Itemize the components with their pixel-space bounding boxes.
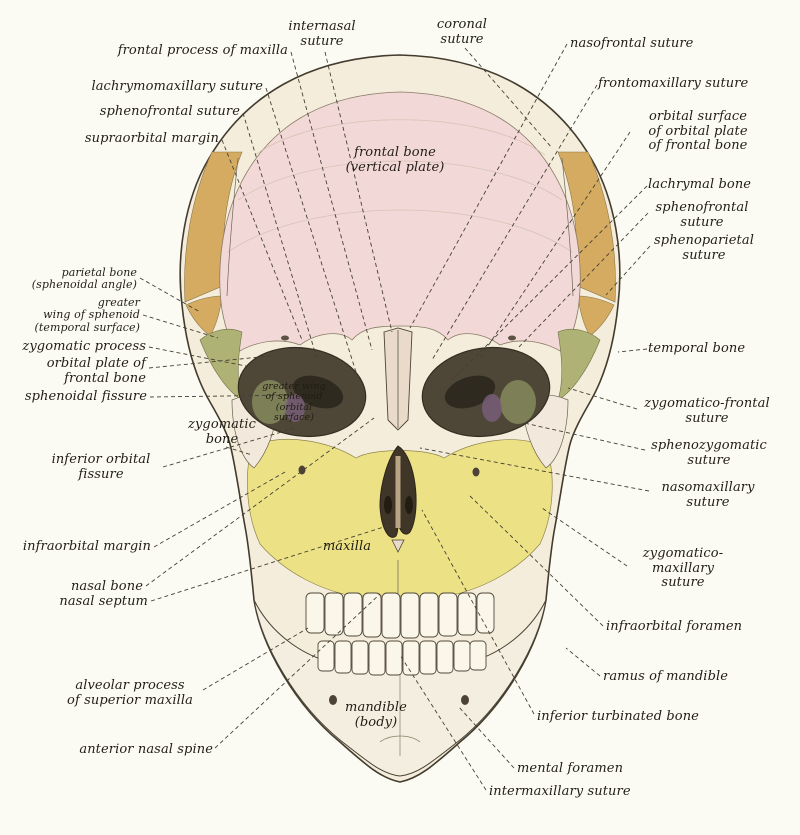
- label-inferior-turbinated-bone: inferior turbinated bone: [537, 709, 699, 724]
- label-zygomatic-process: zygomatic process: [22, 339, 146, 354]
- label-mandible-body: mandible (body): [345, 700, 407, 730]
- label-nasal-bone: nasal bone: [70, 579, 143, 594]
- label-ramus-of-mandible: ramus of mandible: [603, 669, 729, 684]
- label-zygomatic-bone: zygomatic bone: [188, 417, 256, 447]
- label-nasofrontal-suture: nasofrontal suture: [570, 36, 694, 51]
- frontal-bone-region: [219, 91, 581, 353]
- label-orbital-surface-of-orbital-plate: orbital surface of orbital plate of fron…: [648, 109, 748, 154]
- label-frontomaxillary-suture: frontomaxillary suture: [598, 76, 749, 91]
- leader-lines: [139, 43, 651, 791]
- label-internasal-suture: internasal suture: [288, 19, 356, 49]
- label-greater-wing-of-sphenoid-orbital: greater wing of sphenoid (orbital surfac…: [262, 381, 326, 424]
- label-inferior-orbital-fissure: inferior orbital fissure: [51, 452, 151, 482]
- label-greater-wing-of-sphenoid-temporal: greater wing of sphenoid (temporal surfa…: [34, 296, 140, 334]
- label-lachrymomaxillary-suture: lachrymomaxillary suture: [91, 79, 263, 94]
- label-zygomatico-frontal-suture: zygomatico-frontal suture: [644, 396, 770, 426]
- label-anterior-nasal-spine: anterior nasal spine: [79, 742, 213, 757]
- label-infraorbital-margin: infraorbital margin: [22, 539, 151, 554]
- label-sphenofrontal-suture-left: sphenofrontal suture: [99, 104, 240, 119]
- label-maxilla: maxilla: [322, 539, 372, 554]
- orbits: [237, 335, 551, 438]
- label-intermaxillary-suture: intermaxillary suture: [489, 784, 631, 799]
- label-temporal-bone: temporal bone: [648, 341, 746, 356]
- label-frontal-bone-vertical-plate: frontal bone (vertical plate): [345, 145, 445, 175]
- label-frontal-process-of-maxilla: frontal process of maxilla: [117, 43, 288, 58]
- parietal-tan-patches: [184, 151, 616, 337]
- label-sphenoidal-fissure: sphenoidal fissure: [24, 389, 147, 404]
- label-nasomaxillary-suture: nasomaxillary suture: [661, 480, 755, 510]
- label-alveolar-process: alveolar process of superior maxilla: [67, 678, 193, 708]
- label-orbital-plate-of-frontal-bone: orbital plate of frontal bone: [46, 356, 146, 386]
- label-parietal-bone-sphenoidal-angle: parietal bone (sphenoidal angle): [31, 266, 137, 292]
- label-lachrymal-bone: lachrymal bone: [648, 177, 752, 192]
- nasal-bones: [383, 327, 413, 431]
- dome-shading: [227, 119, 573, 253]
- label-sphenoparietal-suture: sphenoparietal suture: [654, 233, 754, 263]
- label-infraorbital-foramen: infraorbital foramen: [606, 619, 743, 634]
- sphenoid-temporal-patches: [199, 328, 601, 401]
- label-zygomatico-maxillary-suture: zygomatico- maxillary suture: [642, 546, 724, 591]
- suture-lines: [226, 157, 574, 594]
- label-supraorbital-margin: supraorbital margin: [84, 131, 219, 146]
- label-sphenofrontal-suture-right: sphenofrontal suture: [655, 200, 749, 230]
- label-mental-foramen: mental foramen: [517, 761, 624, 776]
- label-coronal-suture: coronal suture: [436, 17, 488, 47]
- teeth: [305, 592, 495, 676]
- infraorbital-foramina: [298, 465, 480, 477]
- label-nasal-septum: nasal septum: [59, 594, 148, 609]
- nasal-aperture: [379, 445, 417, 553]
- label-sphenozygomatic-suture: sphenozygomatic suture: [651, 438, 767, 468]
